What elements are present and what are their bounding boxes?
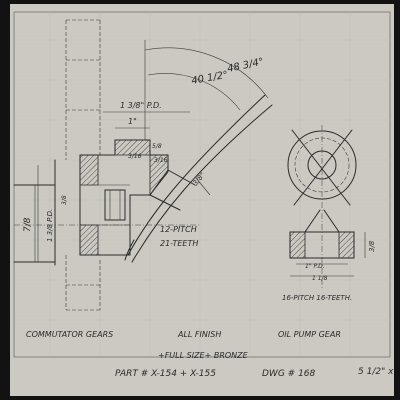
bevel-curves — [124, 94, 273, 263]
dim-1in-label: 1" — [128, 117, 137, 126]
oil-pump-gear-side-view — [289, 209, 366, 277]
drawing-number: DWG # 168 — [262, 369, 316, 379]
dim-small-c-label: 3/16 — [154, 157, 168, 164]
dim-left-pd-label: 1 3/8 P.D. — [46, 209, 54, 242]
title-commutator-gears: COMMUTATOR GEARS — [26, 330, 113, 339]
note-full-size-bronze: +FULL SIZE+ BRONZE — [158, 351, 249, 360]
part-number: PART # X-154 + X-155 — [115, 369, 216, 379]
oil-pump-gear-top-view — [287, 125, 357, 290]
title-all-finish: ALL FINISH — [177, 330, 221, 339]
title-oil-pump-gear: OIL PUMP GEAR — [278, 330, 341, 339]
dimension-lines — [34, 111, 211, 262]
teeth-main-label: 21-TEETH — [160, 239, 198, 248]
oil-dim-pd-label: 1" P.D. — [305, 263, 325, 270]
dim-left-bore-label: 7/8 — [23, 217, 33, 232]
dim-left-small-label: 3/8 — [61, 195, 68, 205]
pitch-main-label: 12-PITCH — [160, 225, 197, 234]
angle-arcs — [144, 40, 269, 140]
phantom-shaft — [65, 19, 101, 311]
dim-small-b-label: 5/8 — [152, 143, 162, 150]
oil-dim-vert-label: 3/8 — [368, 240, 376, 252]
commutator-gear-section — [79, 139, 196, 256]
oil-dim-od-label: 1 1/8 — [312, 275, 328, 282]
pitch-diameter-top-label: 1 3/8" P.D. — [120, 101, 162, 110]
oil-pitch-label: 16-PITCH 16-TEETH. — [282, 294, 352, 302]
sheet-size: 5 1/2" x — [358, 367, 394, 377]
dim-small-a-label: 3/16 — [128, 153, 142, 160]
